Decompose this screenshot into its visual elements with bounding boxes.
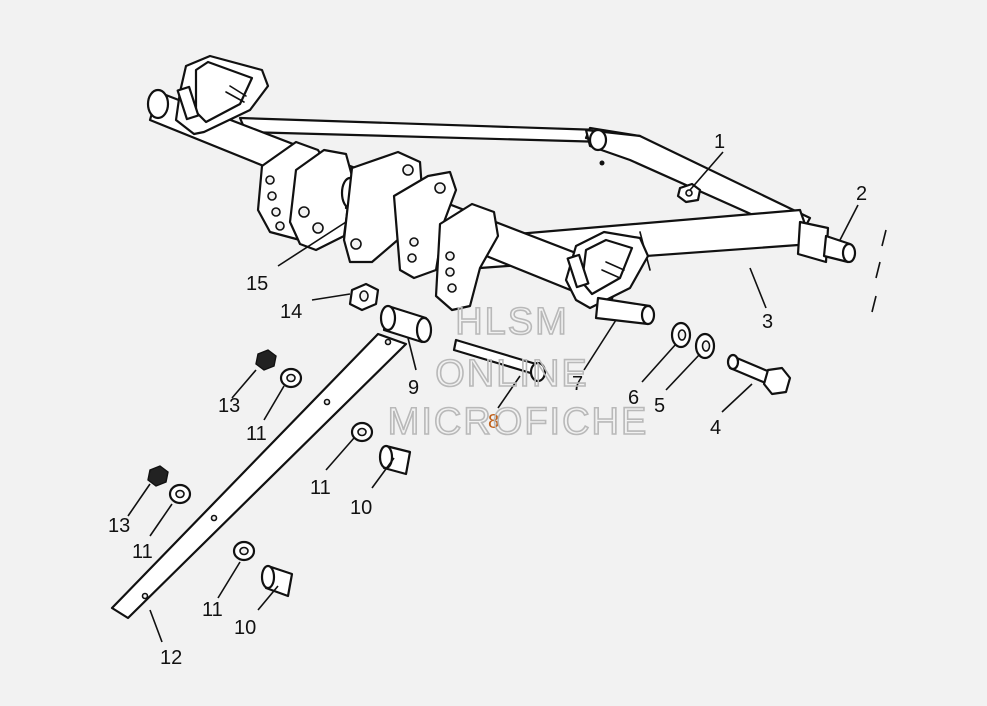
callout-11-upper-left: 11	[246, 423, 267, 445]
right-clamp-bracket	[564, 230, 650, 310]
callout-2: 2	[856, 183, 867, 205]
callout-13-upper: 13	[218, 395, 240, 417]
callout-7: 7	[572, 373, 583, 395]
washer-11-lower-right	[232, 540, 256, 562]
callout-15: 15	[246, 273, 268, 295]
callout-13-lower: 13	[108, 515, 130, 537]
callout-10-upper: 10	[350, 497, 372, 519]
rear-crossbar	[238, 116, 642, 148]
bushing-9	[379, 304, 433, 344]
callout-1: 1	[714, 131, 725, 153]
hinge-plate-right	[434, 202, 500, 312]
callout-11-upper-right: 11	[310, 477, 331, 499]
callout-10-lower: 10	[234, 617, 256, 639]
carriage-bolt-10-upper	[378, 444, 412, 476]
callout-6: 6	[628, 387, 639, 409]
washer-6	[670, 321, 692, 349]
callout-5: 5	[654, 395, 665, 417]
callout-11-lower-left: 11	[132, 541, 153, 563]
callout-4: 4	[710, 417, 721, 439]
nut-13-lower	[147, 465, 169, 487]
watermark-line-3: MICROFICHE	[388, 401, 649, 443]
callout-labels: 1 2 3 4 5 6 7 8 9 10 10 11 11 11 11 12 1…	[108, 131, 867, 669]
carriage-bolt-10-lower	[260, 564, 294, 598]
hinge-plate-second	[288, 148, 354, 252]
nut-1	[676, 182, 702, 204]
callout-9: 9	[408, 377, 419, 399]
watermark-line-1: HLSM	[455, 301, 569, 343]
callout-3: 3	[762, 311, 773, 333]
washer-11-upper-left	[279, 367, 303, 389]
leader-lines	[127, 151, 859, 643]
shoulder-bolt-4	[726, 353, 792, 396]
washer-11-lower-left	[168, 483, 192, 505]
left-clamp-bracket	[174, 54, 270, 136]
stub-axle	[796, 220, 857, 264]
washer-5	[694, 332, 716, 360]
connecting-strap	[110, 332, 408, 620]
nut-14	[348, 282, 380, 312]
watermark: HLSM ONLINE MICROFICHE	[387, 300, 649, 444]
alignment-marks	[871, 229, 887, 313]
callout-11-lower-right: 11	[202, 599, 223, 621]
callout-12: 12	[160, 647, 182, 669]
callout-8: 8	[488, 411, 499, 433]
washer-11-upper-right	[350, 421, 374, 443]
watermark-line-2: ONLINE	[435, 353, 588, 395]
nut-13-upper	[255, 349, 277, 371]
pivot-shaft	[594, 296, 656, 326]
callout-14: 14	[280, 301, 302, 323]
long-bolt-8	[452, 338, 547, 383]
